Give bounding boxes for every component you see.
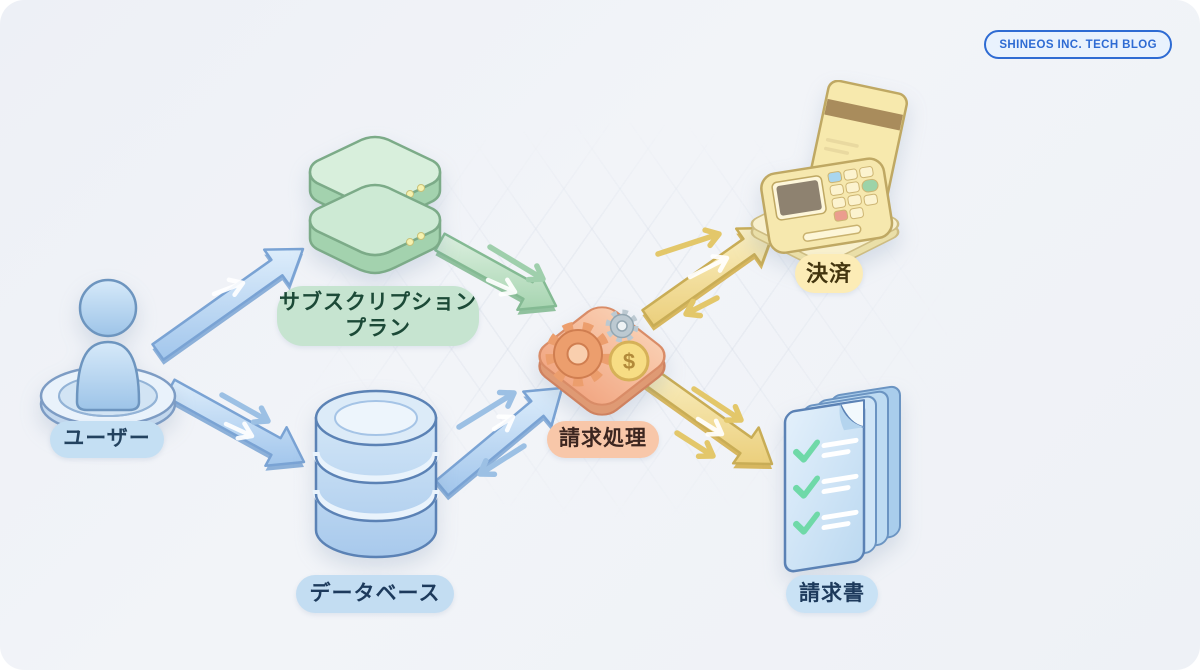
gear-icon xyxy=(545,321,611,387)
chevron-arrow xyxy=(487,244,546,283)
arrow-subscription-to-billing xyxy=(434,232,558,312)
invoice-icon xyxy=(783,385,901,573)
chevron-arrow xyxy=(485,277,518,297)
arrow-user-to-database xyxy=(164,378,306,468)
payment-terminal-icon xyxy=(750,80,908,262)
arrow-billing-to-invoice xyxy=(639,365,774,466)
chevron-arrow xyxy=(219,392,271,425)
chevron-arrow xyxy=(691,386,744,423)
subscription-plan-label: サブスクリプション プラン xyxy=(277,286,479,346)
chevron-arrow xyxy=(211,277,246,297)
arrow-user-to-subscription xyxy=(151,247,305,361)
invoice-label: 請求書 xyxy=(786,575,878,613)
chevron-arrow xyxy=(456,389,517,430)
terminal-body xyxy=(760,157,894,255)
billing-icon: $ xyxy=(538,306,666,416)
payment-label: 決済 xyxy=(795,254,863,293)
dollar-coin-icon: $ xyxy=(608,340,650,382)
brand-badge: SHINEOS INC. TECH BLOG xyxy=(984,30,1172,59)
database-icon xyxy=(312,389,440,559)
small-gear-icon xyxy=(605,309,639,343)
chevron-arrow xyxy=(683,295,720,319)
subscription-plan-icon xyxy=(308,135,442,275)
arrow-database-to-billing xyxy=(434,386,564,497)
chevron-arrow xyxy=(223,421,255,441)
chevron-arrow xyxy=(491,414,516,433)
billing-label: 請求処理 xyxy=(547,421,659,458)
chevron-arrow xyxy=(655,227,722,257)
svg-text:$: $ xyxy=(623,349,635,374)
checkmark-icon xyxy=(793,439,820,535)
chevron-arrow xyxy=(477,443,527,478)
user-label: ユーザー xyxy=(50,421,164,458)
database-label: データベース xyxy=(296,575,454,613)
chevron-arrow xyxy=(695,416,725,437)
chevron-arrow xyxy=(674,430,716,460)
chevron-arrow xyxy=(687,254,730,280)
user-icon xyxy=(39,278,177,435)
server-slab-bottom xyxy=(308,183,442,275)
terminal-keypad xyxy=(827,166,879,222)
